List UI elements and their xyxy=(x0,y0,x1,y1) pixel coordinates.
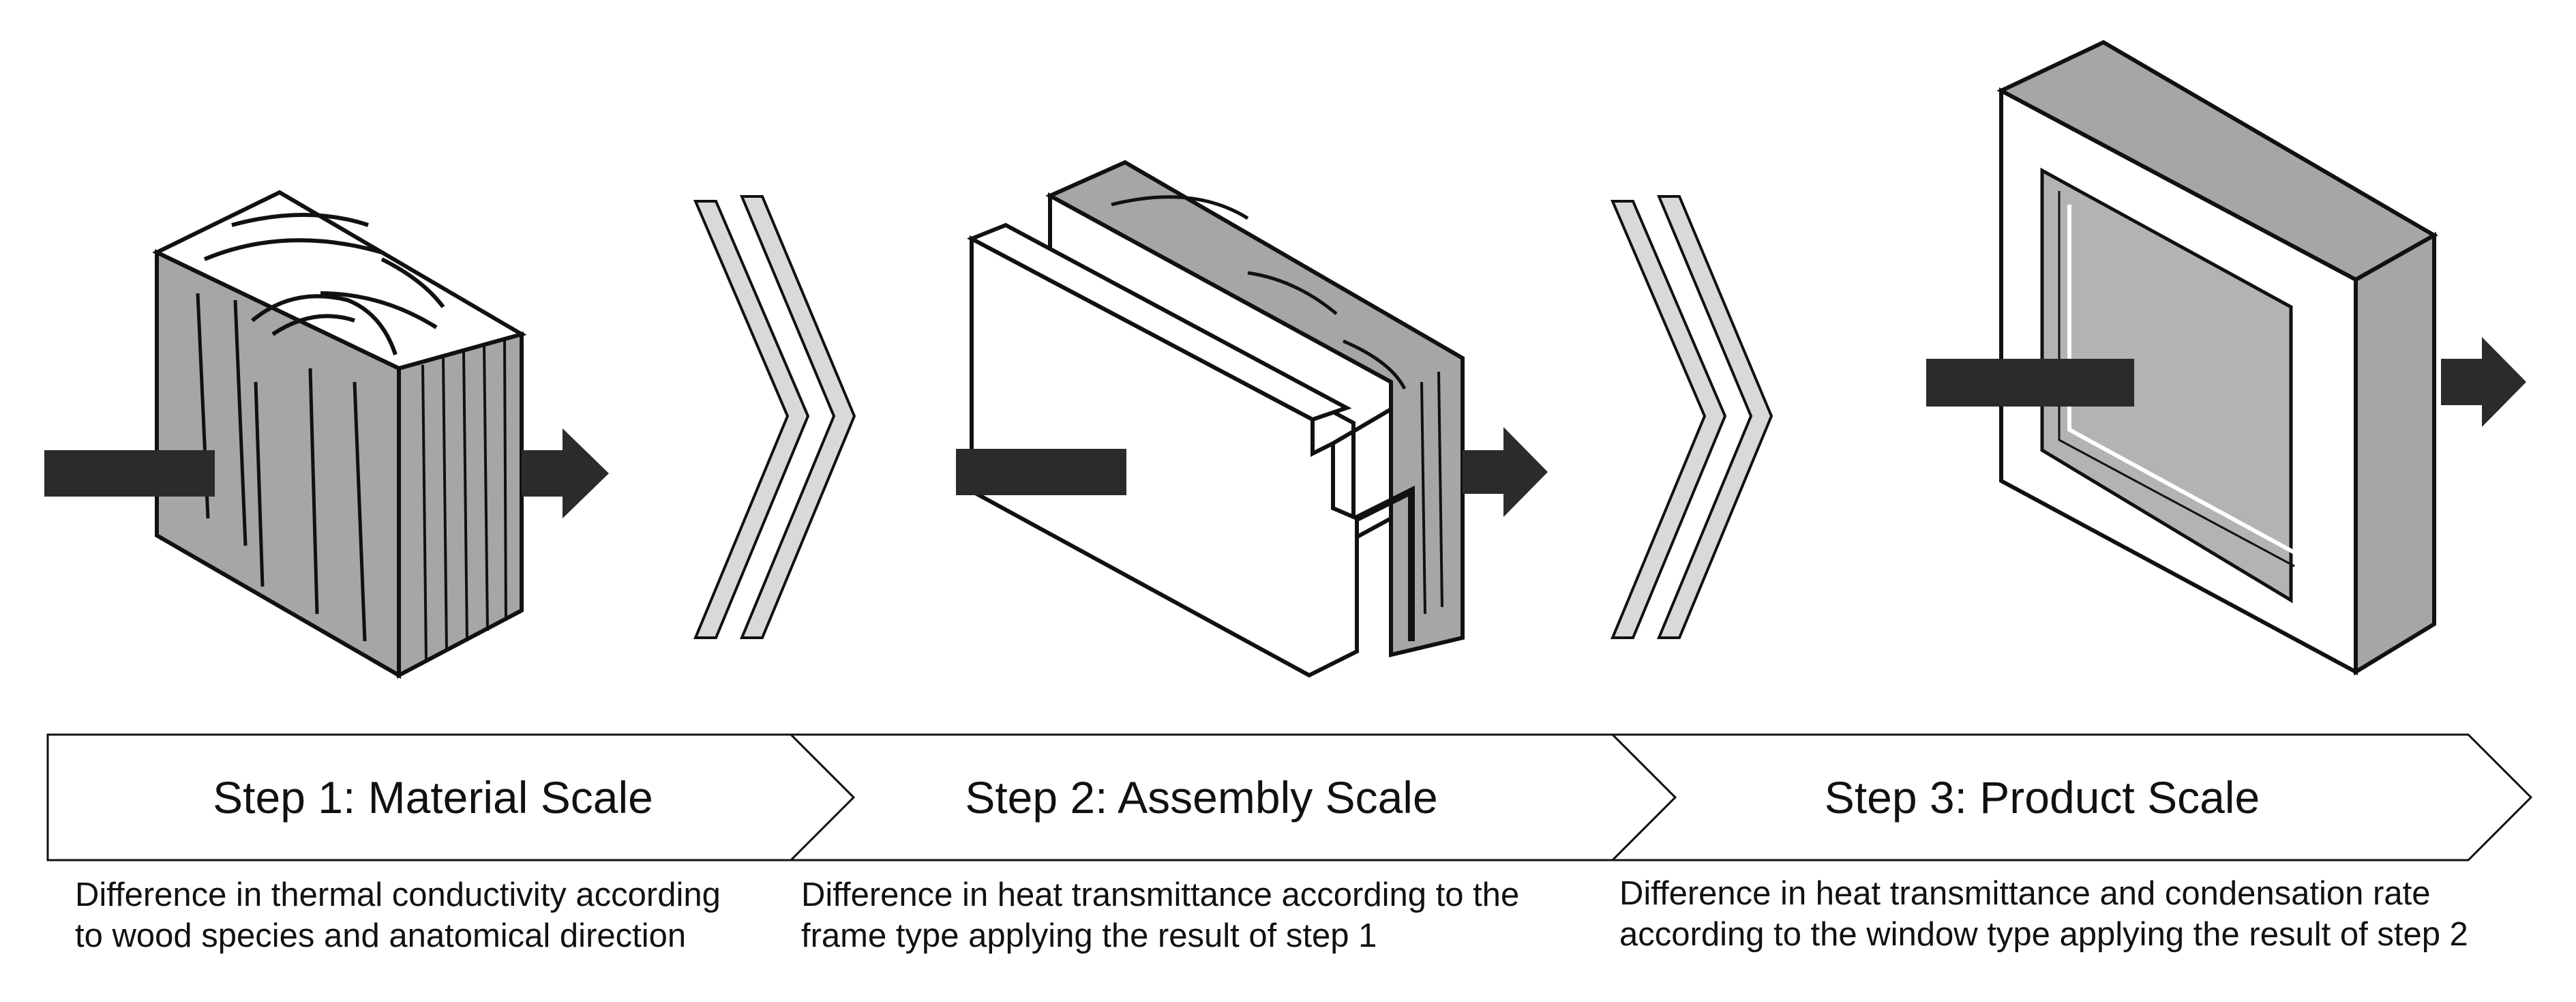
window-unit-icon xyxy=(1996,40,2439,676)
step-1-description: Difference in thermal conductivity accor… xyxy=(75,874,721,956)
frame-profile-icon xyxy=(966,160,1465,678)
step-3-description-line-2: according to the window type applying th… xyxy=(1619,916,2468,953)
step-2-description-line-1: Difference in heat transmittance accordi… xyxy=(801,876,1520,913)
wood-block-icon xyxy=(152,190,527,679)
step-3-description: Difference in heat transmittance and con… xyxy=(1619,873,2468,955)
step-3-label: Step 3: Product Scale xyxy=(1825,772,2260,823)
chevron-divider-icon xyxy=(1610,195,1773,639)
step-1-label: Step 1: Material Scale xyxy=(213,772,653,823)
heat-out-arrow-3 xyxy=(2441,337,2526,427)
step-3-description-line-1: Difference in heat transmittance and con… xyxy=(1619,875,2431,912)
step-1-description-line-2: to wood species and anatomical direction xyxy=(75,917,687,954)
step-3-banner xyxy=(1610,733,2533,861)
heat-in-bar-3 xyxy=(1926,359,2134,407)
chevron-divider-icon xyxy=(693,195,856,639)
step-2-label: Step 2: Assembly Scale xyxy=(965,772,1437,823)
heat-out-arrow-2 xyxy=(1463,427,1548,517)
step-2-description-line-2: frame type applying the result of step 1 xyxy=(801,917,1377,954)
heat-in-bar-2 xyxy=(956,449,1126,495)
step-1-description-line-1: Difference in thermal conductivity accor… xyxy=(75,876,721,913)
heat-out-arrow-1 xyxy=(522,428,609,518)
step-2-description: Difference in heat transmittance accordi… xyxy=(801,874,1519,956)
heat-in-bar-1 xyxy=(44,450,215,497)
